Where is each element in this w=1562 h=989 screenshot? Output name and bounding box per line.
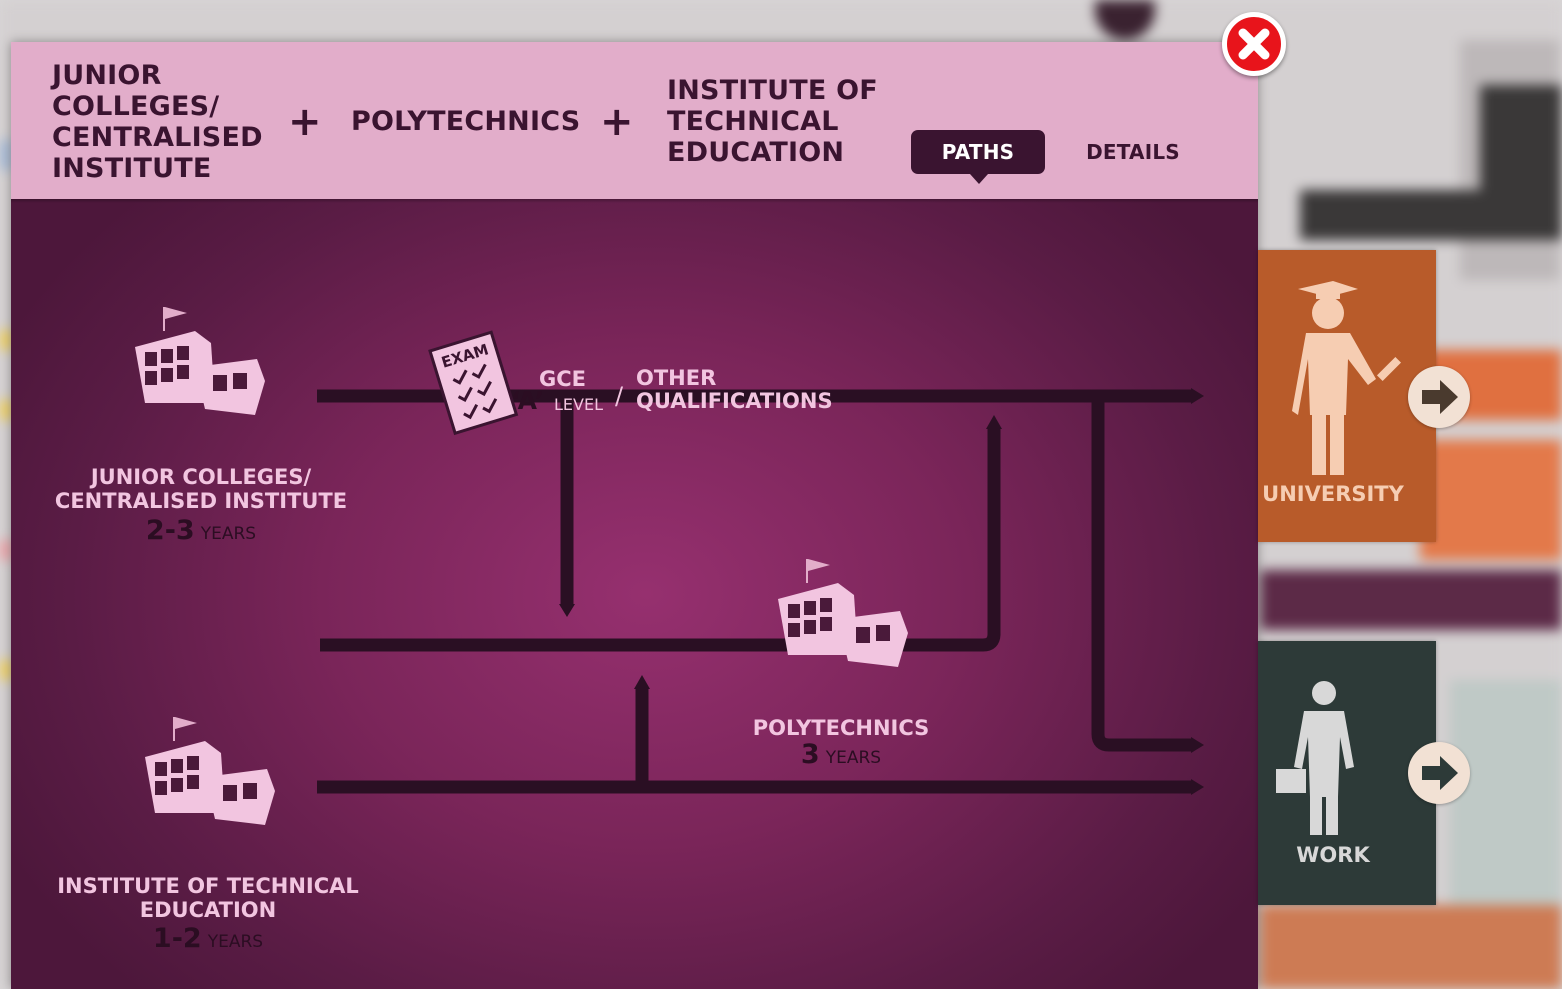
gce-slash: / — [615, 382, 624, 410]
other-line: OTHER — [636, 366, 717, 390]
other-line: QUALIFICATIONS — [636, 389, 833, 413]
work-label: WORK — [1296, 843, 1370, 867]
header-polytechnics: POLYTECHNICS — [351, 106, 581, 137]
arrowhead — [634, 675, 650, 689]
header-junior-colleges: JUNIOR COLLEGES/ CENTRALISED INSTITUTE — [52, 60, 263, 184]
gce-a-label: ‘A’ — [511, 386, 545, 415]
school-building-icon — [135, 307, 265, 415]
other-qualifications-label: OTHER QUALIFICATIONS — [636, 367, 833, 413]
header-ite-line: TECHNICAL — [667, 106, 839, 137]
plus-sign: + — [288, 99, 322, 145]
close-icon — [1238, 28, 1270, 60]
path-lines: EXAM — [135, 307, 1204, 825]
ite-label-line: INSTITUTE OF TECHNICAL — [57, 874, 359, 898]
worker-icon — [1276, 681, 1354, 835]
jc-years-unit: YEARS — [200, 524, 257, 544]
university-label: UNIVERSITY — [1262, 482, 1404, 506]
arrow-right-icon — [1422, 756, 1458, 790]
university-card[interactable]: UNIVERSITY — [1258, 250, 1436, 542]
polytechnic-label: POLYTECHNICS — [752, 716, 930, 740]
path-line-polytechnic — [320, 429, 1001, 652]
arrowhead — [1191, 388, 1204, 404]
ite-label-line: EDUCATION — [139, 898, 277, 922]
graduate-icon — [1292, 281, 1402, 475]
university-arrow-button[interactable] — [1408, 366, 1470, 428]
gce-top-label: GCE — [539, 367, 586, 391]
jc-label-line: JUNIOR COLLEGES/ — [90, 465, 312, 489]
arrowhead — [1191, 737, 1204, 753]
arrow-right-icon — [1422, 380, 1458, 414]
header-jc-line: COLLEGES/ — [52, 91, 220, 122]
junior-college-label: JUNIOR COLLEGES/ CENTRALISED INSTITUTE — [51, 465, 351, 513]
arrowhead — [986, 415, 1002, 429]
arrowhead — [559, 604, 575, 617]
school-building-icon — [145, 717, 275, 825]
ite-years-number: 1-2 — [152, 923, 202, 954]
header-jc-line: INSTITUTE — [52, 153, 212, 184]
education-paths-modal: JUNIOR COLLEGES/ CENTRALISED INSTITUTE +… — [11, 42, 1258, 989]
paths-diagram: EXAM GCE ‘A’ LEVEL / OTHER QUALIFICATION… — [11, 199, 1258, 989]
school-building-icon — [778, 559, 908, 667]
poly-years-unit: YEARS — [825, 748, 882, 768]
jc-years-number: 2-3 — [145, 515, 195, 546]
modal-header: JUNIOR COLLEGES/ CENTRALISED INSTITUTE +… — [11, 42, 1258, 203]
path-to-work — [1091, 396, 1191, 752]
ite-label: INSTITUTE OF TECHNICAL EDUCATION — [48, 874, 368, 922]
gce-level-label: LEVEL — [554, 395, 603, 414]
poly-years-number: 3 — [800, 739, 820, 770]
header-jc-line: CENTRALISED — [52, 122, 263, 153]
work-card[interactable]: WORK — [1258, 641, 1436, 905]
header-ite-line: INSTITUTE OF — [667, 75, 878, 106]
close-button[interactable] — [1222, 12, 1286, 76]
work-arrow-button[interactable] — [1408, 742, 1470, 804]
tab-details[interactable]: DETAILS — [1086, 140, 1180, 164]
jc-label-line: CENTRALISED INSTITUTE — [54, 489, 348, 513]
plus-sign: + — [600, 99, 634, 145]
arrowhead — [1191, 779, 1204, 795]
exam-paper-icon: EXAM — [428, 330, 519, 436]
header-ite-line: EDUCATION — [667, 137, 845, 168]
ite-years-unit: YEARS — [207, 932, 264, 952]
header-jc-line: JUNIOR — [52, 60, 162, 91]
header-ite: INSTITUTE OF TECHNICAL EDUCATION — [667, 75, 878, 168]
header-shadow — [11, 199, 1258, 203]
tab-paths[interactable]: PATHS — [911, 130, 1045, 184]
